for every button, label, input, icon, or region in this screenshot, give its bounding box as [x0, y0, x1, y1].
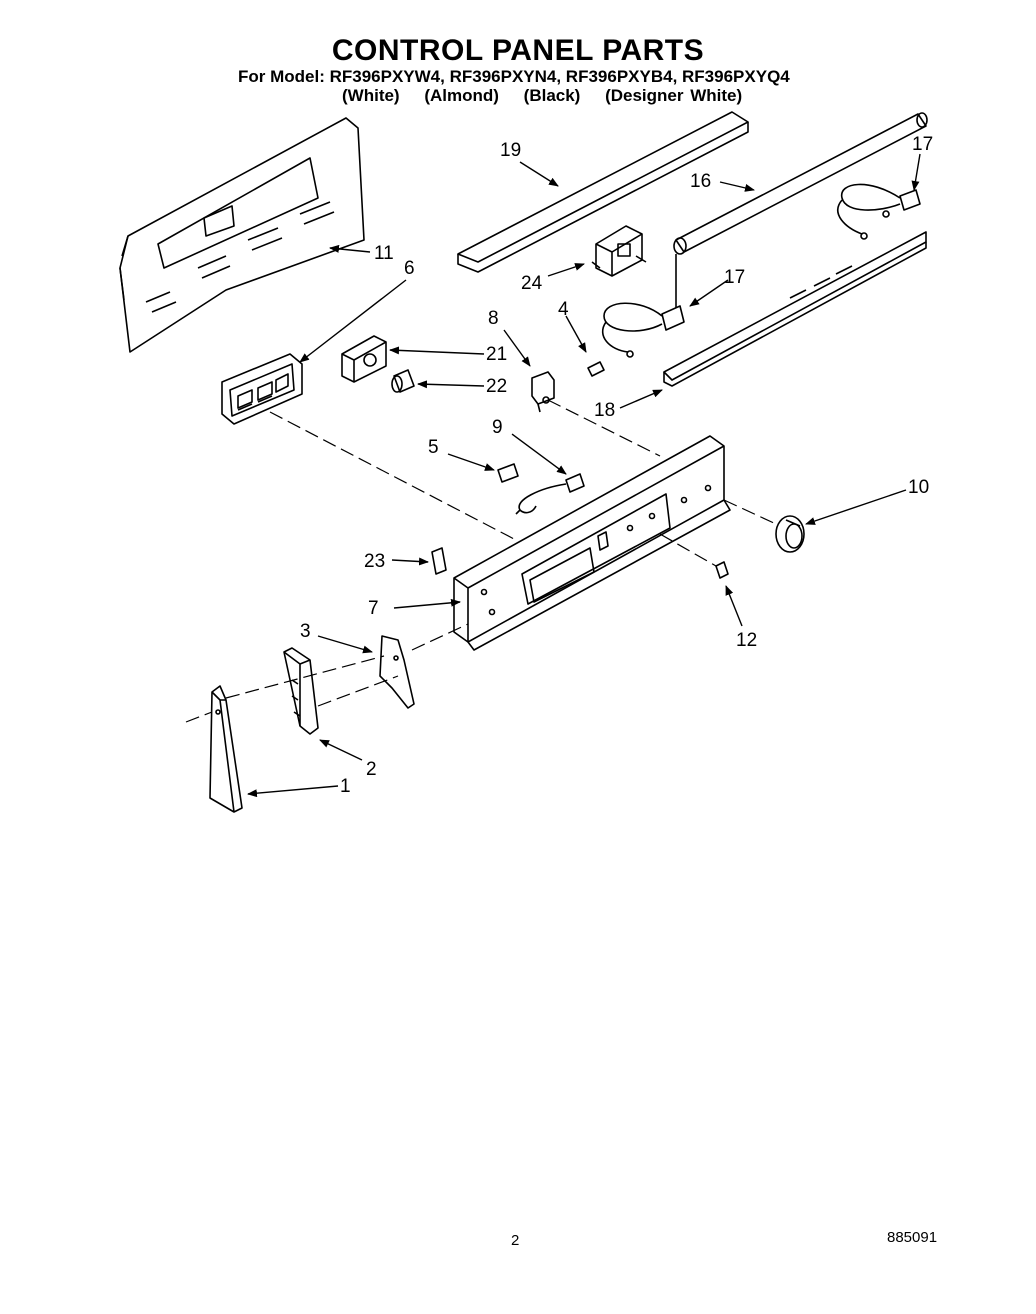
callout-17-lower: 17	[724, 267, 745, 288]
callout-18: 18	[594, 400, 615, 421]
part-18-lamp-rail	[663, 231, 927, 387]
part-16-fluorescent-tube	[673, 112, 928, 255]
part-10-knob	[775, 515, 805, 553]
part-23-clip	[431, 547, 447, 575]
callout-21: 21	[486, 344, 507, 365]
callout-12: 12	[736, 630, 757, 651]
page-title: CONTROL PANEL PARTS	[331, 34, 705, 67]
callout-labels: 19 16 17 11 6 24 17 8 4 21 22 18 9 5 10 …	[300, 134, 933, 797]
callout-17-upper: 17	[912, 134, 933, 155]
part-17-lamp-socket-upper	[837, 183, 921, 240]
callout-5: 5	[428, 437, 439, 458]
color-almond: (Almond)	[424, 86, 499, 105]
part-12-plug	[715, 561, 729, 579]
callout-19: 19	[500, 140, 521, 161]
part-9-wire-harness	[515, 473, 585, 515]
part-24-transformer	[591, 225, 647, 277]
callout-24: 24	[521, 273, 543, 294]
part-5-connector	[497, 463, 519, 483]
callout-4: 4	[558, 299, 569, 320]
color-variants: (White) (Almond) (Black) (Designer White…	[342, 86, 760, 106]
callout-3: 3	[300, 621, 311, 642]
part-11-back-plate	[119, 117, 365, 353]
callout-11: 11	[374, 243, 394, 264]
page-number: 2	[511, 1232, 520, 1249]
callout-1: 1	[340, 776, 351, 797]
model-line: For Model: RF396PXYW4, RF396PXYN4, RF396…	[238, 67, 790, 86]
part-17-lamp-socket-lower	[601, 254, 685, 358]
callout-16: 16	[690, 171, 711, 192]
part-7-control-panel	[453, 435, 731, 651]
callout-23: 23	[364, 551, 385, 572]
part-1-side-trim	[209, 685, 243, 813]
part-22-capacitor	[391, 369, 415, 393]
document-number: 885091	[887, 1229, 938, 1246]
part-4-clip	[587, 361, 605, 377]
color-designer-white: (Designer White)	[605, 86, 743, 105]
part-6-control-board	[221, 353, 303, 425]
callout-7: 7	[368, 598, 379, 619]
callout-8: 8	[488, 308, 499, 329]
color-white: (White)	[342, 86, 400, 105]
callout-2: 2	[366, 759, 377, 780]
callout-6: 6	[404, 258, 415, 279]
part-3-end-bracket	[379, 635, 415, 709]
part-8-switch	[531, 371, 555, 413]
part-2-end-cap	[283, 647, 319, 735]
callout-22: 22	[486, 376, 507, 397]
callout-10: 10	[908, 477, 929, 498]
color-black: (Black)	[523, 86, 581, 105]
part-19-trim-rail	[457, 111, 749, 273]
assembly-lines	[185, 399, 777, 723]
callout-9: 9	[492, 417, 503, 438]
leader-arrows	[247, 153, 921, 798]
part-21-timer-housing	[341, 335, 387, 383]
